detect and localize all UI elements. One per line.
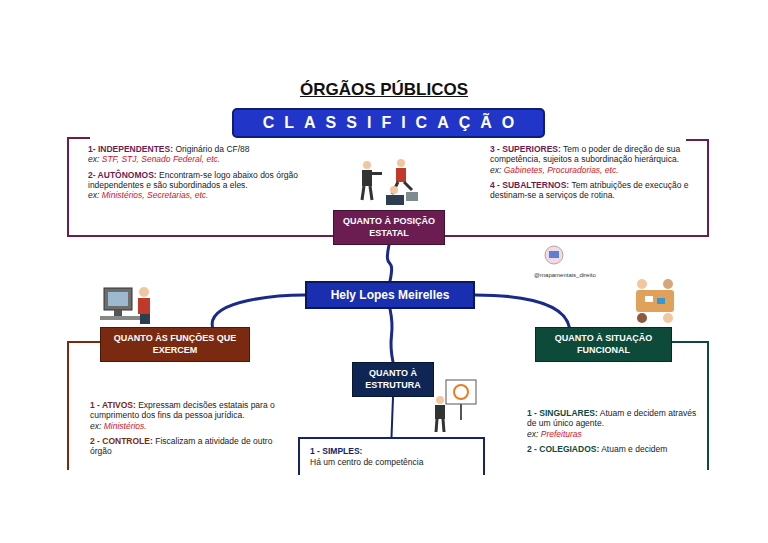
node-text: QUANTO À ESTRUTURA bbox=[359, 368, 427, 391]
business-people bbox=[362, 159, 418, 205]
text-line: ex: Ministérios. bbox=[90, 421, 280, 431]
text-line: 2- AUTÔNOMOS: Encontram-se logo abaixo d… bbox=[88, 170, 306, 191]
connector bbox=[475, 295, 569, 327]
text-line: 4 - SUBALTERNOS: Tem atribuições de exec… bbox=[490, 180, 690, 201]
text-line: 1 - ATIVOS: Expressam decisões estatais … bbox=[90, 400, 280, 421]
node-text: CLASSIFICAÇÃO bbox=[263, 114, 525, 132]
item-heading: 1 - ATIVOS: bbox=[90, 400, 136, 410]
connector bbox=[392, 397, 394, 437]
watermark-logo bbox=[545, 246, 563, 264]
content-box: 1 - SIMPLES:Há um centro de competência bbox=[298, 437, 485, 475]
category-box: QUANTO À POSIÇÃO ESTATAL bbox=[333, 210, 445, 245]
node-text: Há um centro de competência bbox=[310, 457, 423, 468]
text-line: @mapamentais_direito bbox=[534, 272, 624, 278]
computer-worker bbox=[100, 287, 150, 324]
team-meeting bbox=[636, 279, 674, 323]
node-text: Hely Lopes Meirelles bbox=[331, 288, 450, 302]
connector bbox=[387, 245, 391, 281]
text-line: ex: Ministérios, Secretarias, etc. bbox=[88, 190, 306, 200]
text-group: 1- INDEPENDENTES: Originário da CF/88ex:… bbox=[88, 144, 306, 201]
text-line: 2 - CONTROLE: Fiscalizam a atividade de … bbox=[90, 436, 280, 457]
text-group: 1 - SINGULARES: Atuam e decidem através … bbox=[527, 408, 699, 454]
example-text: Ministérios. bbox=[104, 421, 147, 431]
text-line: ex: STF, STJ, Senado Federal, etc. bbox=[88, 154, 306, 164]
category-box: QUANTO ÀS FUNÇÕES QUE EXERCEM bbox=[100, 327, 250, 362]
watermark: @mapamentais_direito bbox=[534, 266, 624, 284]
example-text: Prefeituras bbox=[541, 429, 582, 439]
node-text: QUANTO ÀS FUNÇÕES QUE EXERCEM bbox=[107, 333, 243, 356]
text-line: 1- INDEPENDENTES: Originário da CF/88 bbox=[88, 144, 306, 154]
text-group: 1 - ATIVOS: Expressam decisões estatais … bbox=[90, 400, 280, 457]
text-group: 3 - SUPERIORES: Tem o poder de direção d… bbox=[490, 144, 690, 201]
watermark-text: @mapamentais_direito bbox=[534, 272, 596, 278]
title-banner: CLASSIFICAÇÃO bbox=[232, 108, 545, 138]
connector bbox=[212, 295, 305, 327]
example-text: Ministérios, Secretarias, etc. bbox=[102, 190, 209, 200]
text-line: 3 - SUPERIORES: Tem o poder de direção d… bbox=[490, 144, 690, 165]
text-line: ex: Prefeituras bbox=[527, 429, 699, 439]
item-heading: 3 - SUPERIORES: bbox=[490, 144, 561, 154]
example-tag: ex: bbox=[527, 429, 538, 439]
text-line: 2 - COLEGIADOS: Atuam e decidem bbox=[527, 444, 699, 454]
node-text: QUANTO À SITUAÇÃO FUNCIONAL bbox=[542, 333, 665, 356]
example-tag: ex: bbox=[90, 421, 101, 431]
category-box: QUANTO À SITUAÇÃO FUNCIONAL bbox=[535, 327, 672, 362]
bracket bbox=[672, 342, 708, 470]
example-text: Gabinetes, Procuradorias, etc. bbox=[504, 165, 619, 175]
category-box: QUANTO À ESTRUTURA bbox=[352, 362, 434, 397]
example-tag: ex: bbox=[88, 154, 99, 164]
example-tag: ex: bbox=[88, 190, 99, 200]
item-heading: 2- AUTÔNOMOS: bbox=[88, 170, 157, 180]
presenter-board bbox=[435, 380, 476, 432]
item-heading: 1- INDEPENDENTES: bbox=[88, 144, 173, 154]
example-tag: ex: bbox=[490, 165, 501, 175]
example-text: STF, STJ, Senado Federal, etc. bbox=[102, 154, 220, 164]
text-line: 1 - SINGULARES: Atuam e decidem através … bbox=[527, 408, 699, 429]
item-heading: 2 - CONTROLE: bbox=[90, 436, 153, 446]
item-text: Atuam e decidem bbox=[601, 444, 667, 454]
node-text: 1 - SIMPLES: bbox=[310, 446, 362, 457]
item-text: Originário da CF/88 bbox=[175, 144, 249, 154]
connector bbox=[390, 309, 393, 362]
central-box: Hely Lopes Meirelles bbox=[305, 281, 475, 309]
page-title: ÓRGÃOS PÚBLICOS bbox=[0, 80, 768, 100]
node-text: QUANTO À POSIÇÃO ESTATAL bbox=[340, 216, 438, 239]
item-heading: 2 - COLEGIADOS: bbox=[527, 444, 599, 454]
item-heading: 4 - SUBALTERNOS: bbox=[490, 180, 569, 190]
text-line: ex: Gabinetes, Procuradorias, etc. bbox=[490, 165, 690, 175]
item-heading: 1 - SINGULARES: bbox=[527, 408, 598, 418]
